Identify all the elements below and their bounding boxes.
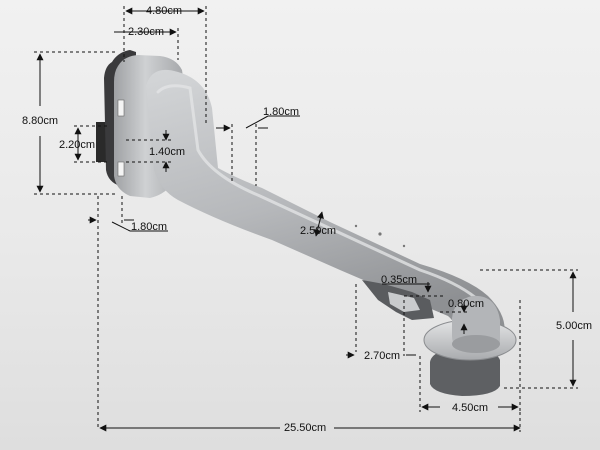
dim-label-outlet-depth: 0.80cm (448, 298, 485, 310)
dimension-lines (34, 6, 578, 432)
dim-label-clip-length: 2.70cm (364, 350, 401, 362)
dim-label-base-height: 5.00cm (556, 320, 593, 332)
dim-label-top-inner: 2.30cm (128, 26, 165, 38)
dim-label-inner-gap: 1.40cm (149, 146, 186, 158)
arm-tube (146, 69, 505, 348)
dim-label-total-length: 25.50cm (284, 422, 327, 434)
dim-label-head-height: 8.80cm (22, 115, 59, 127)
dim-label-left-offset: 1.80cm (131, 221, 168, 233)
dim-label-arm-offset: 1.80cm (263, 106, 300, 118)
dim-label-base-width: 4.50cm (452, 402, 489, 414)
dim-label-top-width: 4.80cm (146, 5, 183, 17)
dim-label-arm-diameter: 2.50cm (300, 225, 337, 237)
dim-label-lip-depth: 0.35cm (381, 274, 418, 286)
dim-label-clip-height: 2.20cm (59, 139, 96, 151)
